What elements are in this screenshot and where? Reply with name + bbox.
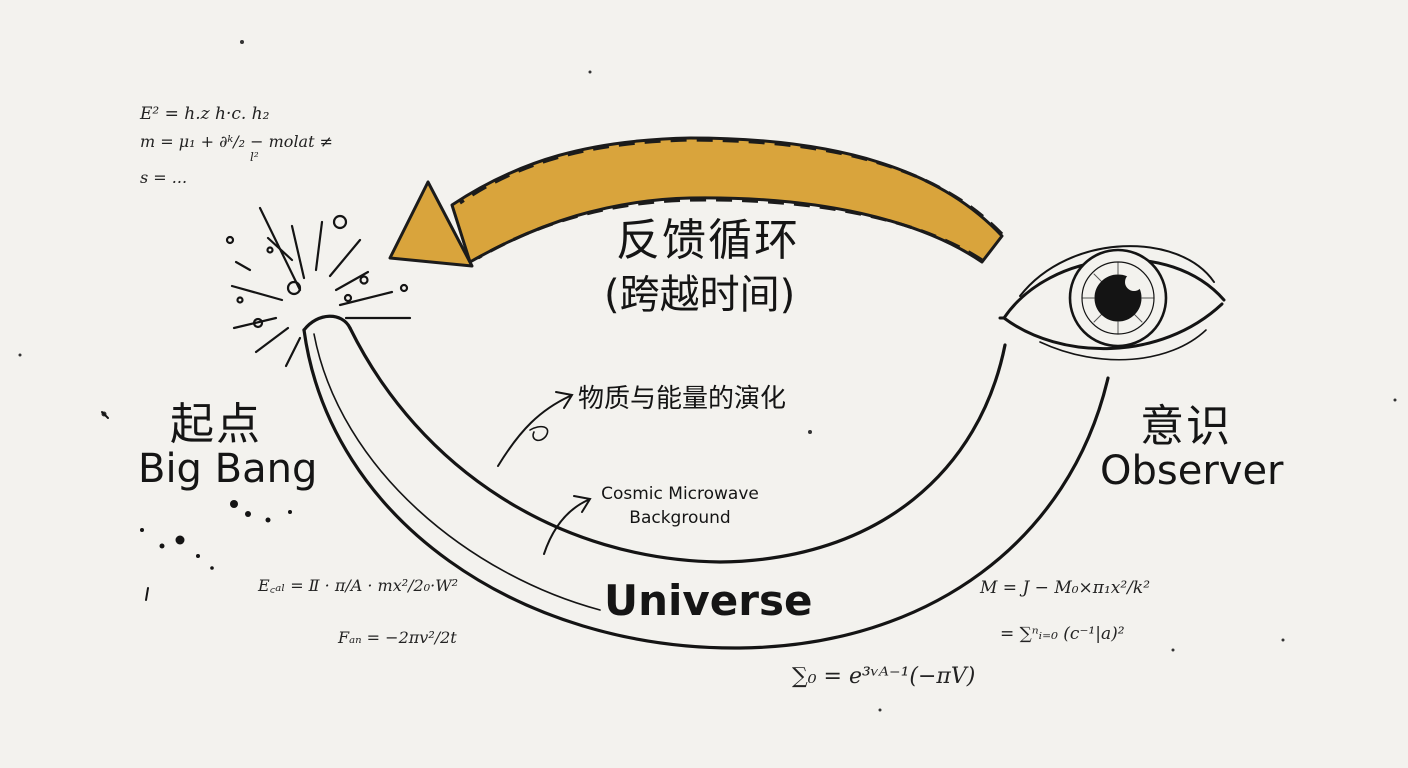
eye-lower-crease [1039,329,1207,361]
observer-eye-icon [998,245,1226,361]
start-label-en: Big Bang [138,446,318,492]
evolution-label: 物质与能量的演化 [578,384,787,414]
equation-bottom-right-2: = ∑ⁿᵢ₌₀ (c⁻¹|a)² [1000,624,1125,644]
loop-subtitle: (跨越时间) [604,272,796,318]
annotation-arrows [497,391,592,555]
cmb-label-line2: Background [629,508,731,528]
equation-bottom-left-2: Fₐₙ = −2πv²/2t [338,628,457,647]
universe-curve-inner-edge [313,333,601,611]
universe-curve-cap [302,314,352,332]
universe-curve [302,314,1110,650]
evolution-arrow [497,395,571,467]
universe-label: Universe [604,576,813,625]
loop-title: 反馈循环 [616,215,800,266]
end-label-zh: 意识 [1140,401,1232,452]
universe-curve-outer [302,328,1110,650]
universe-curve-inner [348,326,1007,564]
cmb-label-line1: Cosmic Microwave [601,484,759,504]
equation-bottom-left-1: E꜀ₐₗ = Ⅱ · π/A · mx²/2₀·W² [258,576,459,595]
cmb-arrow [543,499,589,555]
ink-splatter [140,500,292,570]
equation-top-left-3: l² [250,150,259,164]
equation-top-left-4: s = ... [140,168,188,187]
equation-top-left-2: m = μ₁ + ∂ᵏ/₂ − molat ≠ [140,132,334,151]
feedback-arrow-dash-inner [477,198,983,262]
eye-highlight [1125,273,1143,291]
feedback-arrow-dash-outer [459,138,1004,236]
eye-lid-bottom [1002,302,1224,350]
eye-lid-crease [1019,245,1215,297]
equation-bottom-center: ∑₀ = e³ᵛᴬ⁻¹(−πV) [792,664,976,689]
end-label-en: Observer [1100,448,1284,494]
equation-top-left-1: E² = h.z h·c. h₂ [140,104,270,124]
scribble-marks [101,411,149,601]
big-bang-burst-icon [225,206,412,368]
start-label-zh: 起点 [170,399,262,450]
cmb-label: Cosmic Microwave Background [598,482,762,530]
feedback-arrow-head [388,180,474,268]
equation-bottom-right-1: M = J − M₀×π₁x²/k² [980,578,1151,598]
feedback-arrow [388,136,1004,268]
